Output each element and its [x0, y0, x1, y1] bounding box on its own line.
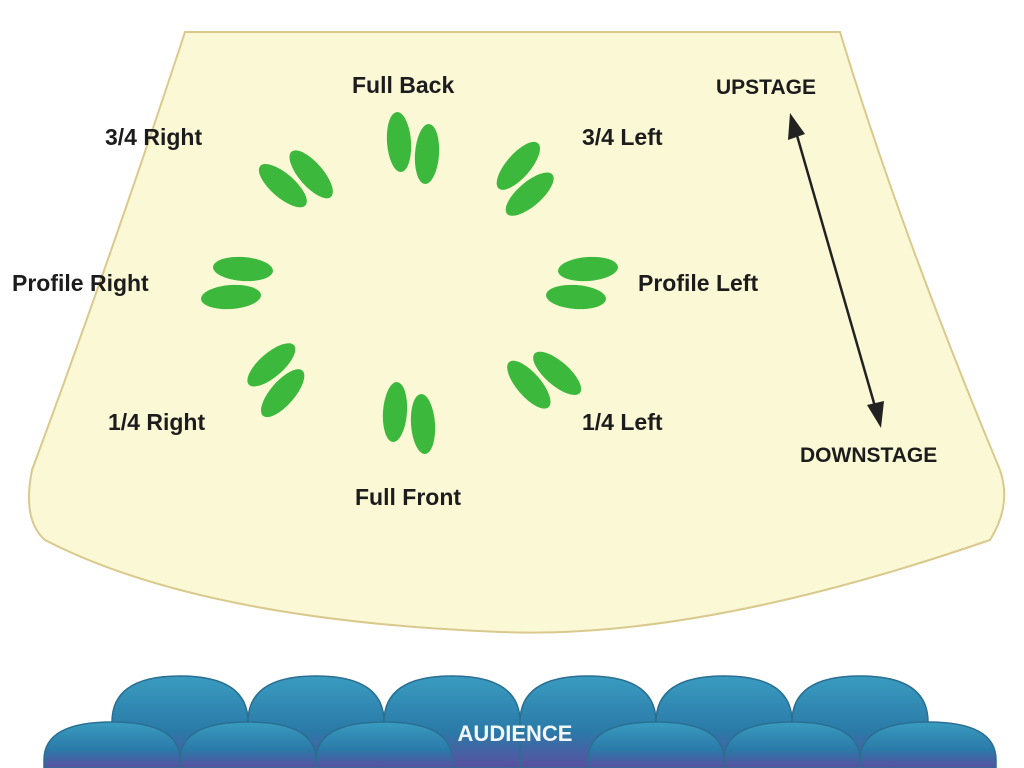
label-upstage: UPSTAGE — [716, 76, 816, 99]
label-profile-left: Profile Left — [638, 270, 759, 296]
label-three-quarter-left: 3/4 Left — [582, 124, 663, 150]
label-full-front: Full Front — [355, 484, 462, 510]
stage-floor — [28, 31, 1006, 634]
label-three-quarter-right: 3/4 Right — [105, 124, 203, 150]
label-profile-right: Profile Right — [12, 270, 149, 296]
label-full-back: Full Back — [352, 72, 455, 98]
label-quarter-right: 1/4 Right — [108, 409, 206, 435]
label-downstage: DOWNSTAGE — [800, 444, 938, 467]
double-arrow-icon — [788, 113, 884, 428]
label-quarter-left: 1/4 Left — [582, 409, 663, 435]
audience-label: AUDIENCE — [457, 721, 573, 746]
audience-heads-icon — [43, 675, 997, 768]
